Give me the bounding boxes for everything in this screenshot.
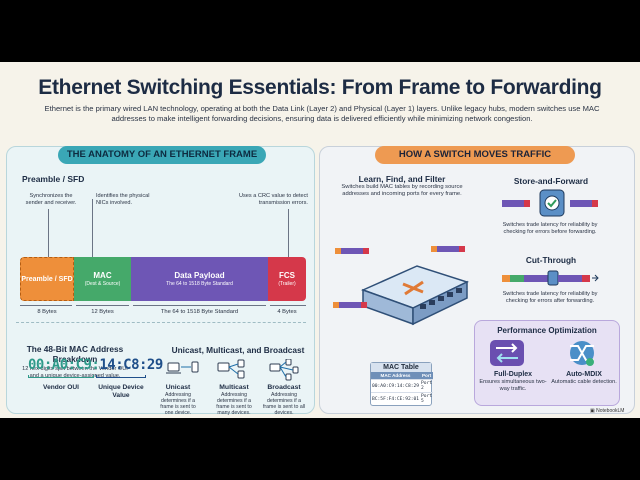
frame-segment-fcs: FCS (Trailer)	[268, 257, 306, 301]
cast-diagrams	[166, 359, 299, 381]
full-duplex-title: Full-Duplex	[493, 371, 533, 378]
mac-table-cell: BC:5F:F4:CE:92:01	[371, 392, 421, 405]
auto-mdix-desc: Automatic cable detection.	[551, 379, 617, 385]
arrow-right-icon	[592, 274, 599, 282]
mac-dimension-line	[76, 305, 129, 306]
mac-callout: Identifies the physical NICs involved.	[96, 193, 150, 206]
switch-traffic-banner: HOW A SWITCH MOVES TRAFFIC	[375, 146, 575, 164]
cut-through-diagram	[502, 270, 599, 286]
cast-heading: Unicast, Multicast, and Broadcast	[171, 345, 305, 355]
payload-size: The 64 to 1518 Byte Standard	[160, 309, 239, 315]
frame-segment-payload: Data Payload The 64 to 1518 Byte Standar…	[131, 257, 268, 301]
unicast-title: Unicast	[165, 384, 191, 391]
mac-leader	[92, 199, 93, 257]
mac-table-cell: Port 2	[420, 379, 434, 393]
mac-table-heading: MAC Table	[371, 363, 431, 372]
full-duplex-desc: Ensures simultaneous two-way traffic.	[479, 379, 547, 392]
mac-segment-sub: (Dest & Source)	[84, 281, 121, 287]
broadcast-desc: Addressing determines if a frame is sent…	[262, 392, 306, 416]
incoming-frame-icon	[333, 302, 367, 308]
device-bracket	[96, 375, 146, 378]
preamble-leader	[48, 209, 49, 257]
multicast-icon	[217, 359, 245, 379]
fcs-size: 4 Bytes	[277, 309, 297, 315]
table-row: BC:5F:F4:CE:92:01 Port 5	[371, 392, 434, 405]
store-forward-desc: Switches trade latency for reliability b…	[502, 222, 598, 235]
check-icon	[547, 199, 557, 208]
cut-through-desc: Switches trade latency for reliability b…	[502, 291, 598, 304]
payload-segment-label: Data Payload	[174, 271, 225, 280]
payload-segment-sub: The 64 to 1518 Byte Standard	[166, 281, 233, 287]
preamble-dimension-line	[20, 305, 72, 306]
switch-icon	[360, 265, 470, 326]
multicast-title: Multicast	[219, 384, 249, 391]
oui-bracket	[28, 375, 94, 378]
auto-mdix-icon	[570, 341, 594, 366]
watermark-text: NotebookLM	[596, 408, 625, 414]
learn-desc: Switches build MAC tables by recording s…	[341, 184, 463, 197]
auto-mdix-title: Auto-MDIX	[566, 371, 602, 378]
mac-table-cell: Port 5	[420, 392, 434, 405]
mac-address-example: 00:A0:C9:14:C8:29	[28, 357, 163, 373]
mac-size: 12 Bytes	[91, 309, 114, 315]
fcs-segment-sub: (Trailer)	[278, 281, 296, 287]
full-duplex-icon	[490, 340, 524, 366]
fcs-segment-label: FCS	[279, 271, 295, 280]
cut-through-heading: Cut-Through	[525, 255, 577, 265]
table-row: 00:A0:C9:14:C8:29 Port 2	[371, 379, 434, 393]
section-divider	[16, 322, 306, 323]
payload-dimension-line	[133, 305, 266, 306]
mac-table-col-port: Port	[420, 372, 434, 380]
infographic: Ethernet Switching Essentials: From Fram…	[0, 62, 640, 418]
multicast-desc: Addressing determines if a frame is sent…	[216, 392, 252, 416]
mac-breakdown-desc: 12 hex digits split between the Vendor O…	[22, 366, 128, 379]
preamble-heading: Preamble / SFD	[22, 174, 85, 184]
fcs-leader	[288, 209, 289, 257]
broadcast-icon	[269, 359, 299, 381]
preamble-callout: Synchronizes the sender and receiver.	[25, 193, 77, 206]
vendor-oui-label: Vendor OUI	[43, 384, 79, 391]
mac-table: MAC Table MAC Address Port 00:A0:C9:14:C…	[370, 362, 434, 406]
outgoing-frame-icon	[335, 246, 465, 254]
performance-icons	[490, 340, 594, 366]
mac-segment-label: MAC	[93, 271, 112, 280]
unicast-desc: Addressing determines if a frame is sent…	[160, 392, 196, 416]
frame-segment-mac: MAC (Dest & Source)	[74, 257, 131, 301]
intro-text: Ethernet is the primary wired LAN techno…	[44, 104, 600, 123]
preamble-segment-label: Preamble / SFD	[21, 275, 73, 283]
switch-illustration	[333, 246, 470, 326]
frame-segment-preamble: Preamble / SFD	[20, 257, 74, 301]
frame-anatomy-banner: THE ANATOMY OF AN ETHERNET FRAME	[58, 146, 266, 164]
watermark: ▣ NotebookLM	[590, 408, 625, 414]
unicast-icon	[166, 361, 199, 374]
page-title: Ethernet Switching Essentials: From Fram…	[38, 76, 602, 99]
mac-table-grid: MAC Address Port 00:A0:C9:14:C8:29 Port …	[371, 372, 434, 405]
fcs-dimension-line	[270, 305, 306, 306]
store-forward-diagram	[502, 189, 598, 217]
performance-heading: Performance Optimization	[497, 326, 597, 335]
broadcast-title: Broadcast	[267, 384, 301, 391]
mac-table-cell: 00:A0:C9:14:C8:29	[371, 379, 421, 393]
mac-breakdown-heading: The 48-Bit MAC Address Breakdown	[26, 344, 124, 364]
store-forward-heading: Store-and-Forward	[513, 176, 589, 186]
device-value-label: Unique Device Value	[98, 384, 144, 399]
preamble-size: 8 Bytes	[37, 309, 57, 315]
fcs-callout: Uses a CRC value to detect transmission …	[238, 193, 308, 206]
mac-oui-digits: 00:A0:C9:	[28, 357, 100, 373]
mac-device-digits: 14:C8:29	[99, 357, 163, 373]
learn-heading: Learn, Find, and Filter	[358, 174, 446, 184]
mac-table-col-address: MAC Address	[371, 372, 421, 380]
